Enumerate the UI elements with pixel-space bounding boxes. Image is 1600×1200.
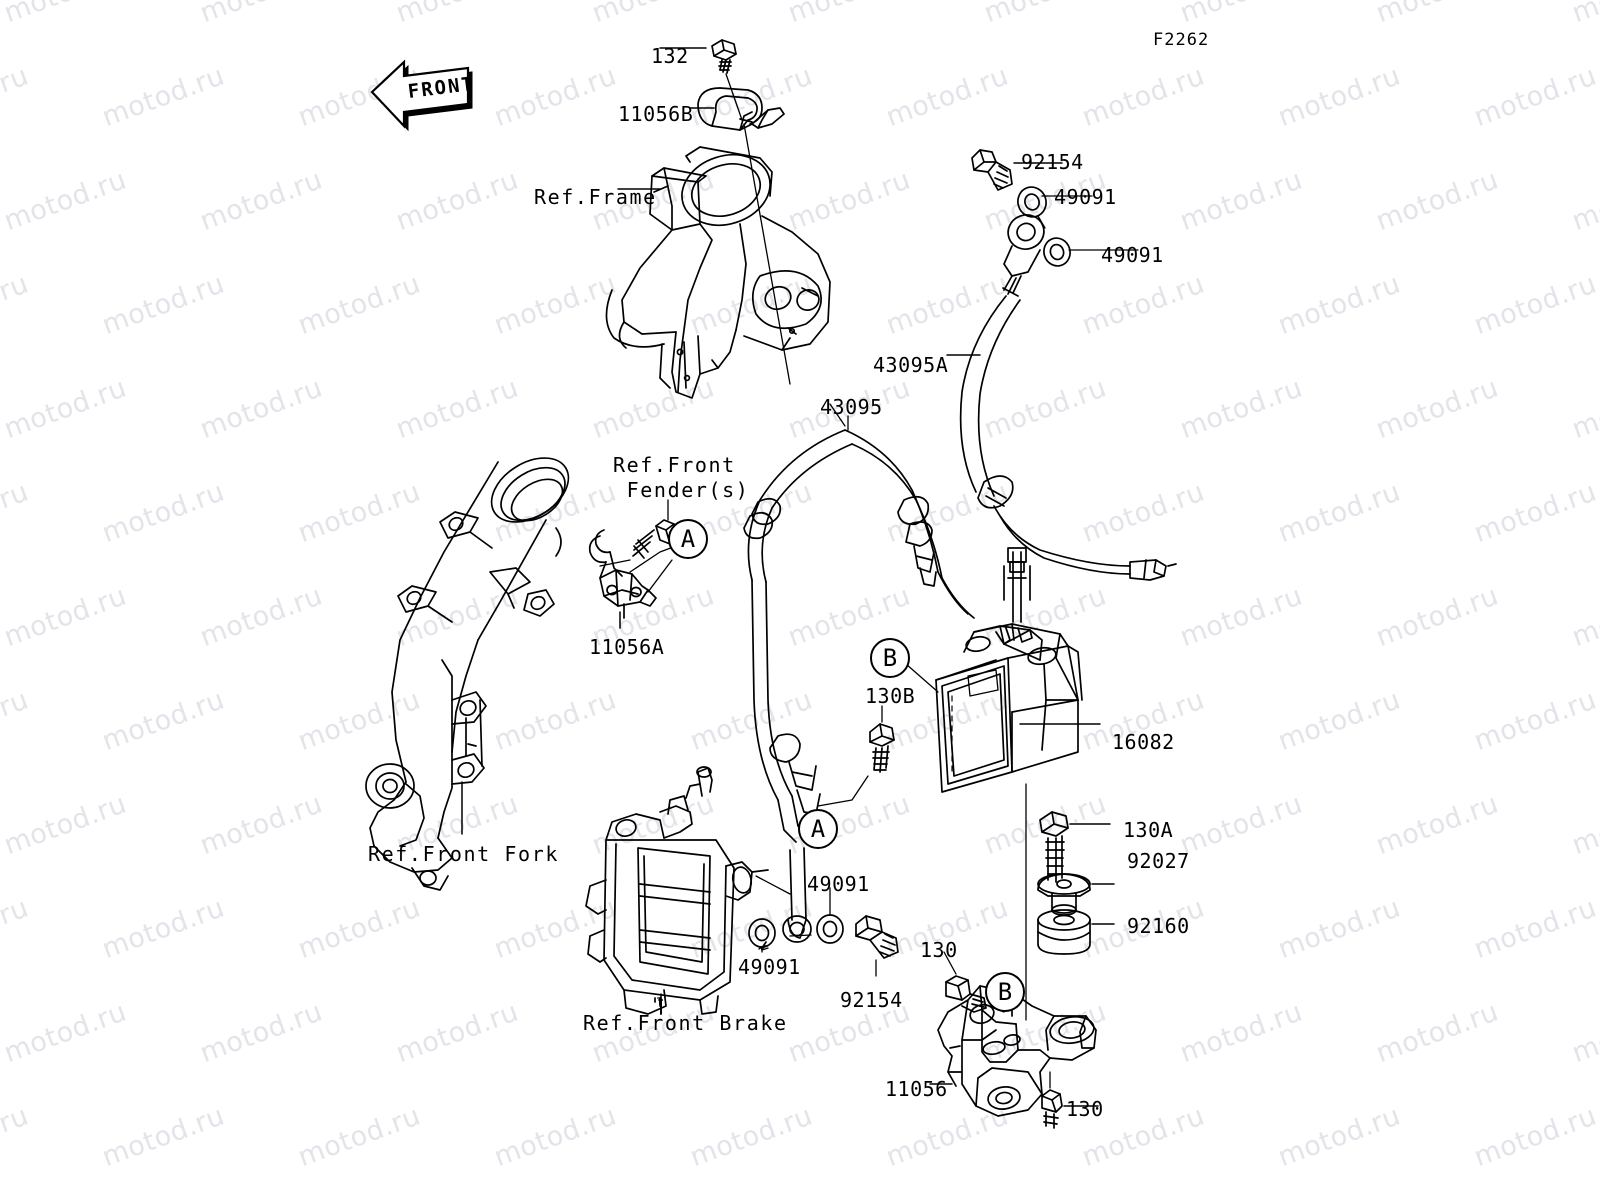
- part-132-bolt: [659, 39, 737, 74]
- reference-marker-b: B: [870, 638, 910, 678]
- part-43095-brake-hose: [629, 403, 975, 943]
- reference-marker-a: A: [668, 519, 708, 559]
- part-11056A-clamp: [588, 529, 673, 629]
- part-92160-damper: [1037, 909, 1115, 955]
- callout-130: 130: [920, 938, 958, 962]
- part-92154-banjo-bolt-caliper: [855, 915, 899, 977]
- callout-130: 130: [1066, 1097, 1104, 1121]
- part-92154-banjo-bolt-top: [971, 149, 1063, 191]
- callout-11056b: 11056B: [618, 102, 694, 126]
- callout-130b: 130B: [865, 684, 916, 708]
- part-130A-bolt: [1039, 811, 1111, 883]
- callout-11056: 11056: [885, 1077, 948, 1101]
- front-direction-arrow: FRONT: [368, 52, 480, 134]
- frame-head-assembly: [605, 146, 831, 399]
- callout-49091: 49091: [1054, 185, 1117, 209]
- callout-ref-front-fork: Ref.Front Fork: [368, 842, 559, 866]
- callout-11056a: 11056A: [589, 635, 665, 659]
- part-16082-abs-unit: [905, 623, 1101, 1021]
- callout-43095: 43095: [820, 395, 883, 419]
- brake-pipe-to-abs: [1003, 547, 1031, 623]
- callout-49091: 49091: [1101, 243, 1164, 267]
- callout-132: 132: [651, 44, 689, 68]
- callout-ref-front-brake: Ref.Front Brake: [583, 1011, 788, 1035]
- callout-ref-front-fender-s-: Ref.Front Fender(s): [613, 453, 750, 502]
- reference-marker-label: A: [681, 525, 696, 553]
- reference-marker-a: A: [798, 809, 838, 849]
- part-130B-bolt: [817, 705, 895, 807]
- front-fork-assembly: [365, 457, 570, 891]
- part-11056B-clamp: [689, 73, 791, 385]
- front-brake-caliper: [585, 766, 791, 1015]
- page-code: F2262: [1153, 30, 1210, 50]
- callout-92154: 92154: [1021, 150, 1084, 174]
- callout-130a: 130A: [1123, 818, 1174, 842]
- part-130-bolt-lower: [1041, 1071, 1099, 1129]
- callout-16082: 16082: [1112, 730, 1175, 754]
- reference-marker-label: B: [883, 644, 897, 672]
- callout-92160: 92160: [1127, 914, 1190, 938]
- callout-ref-frame: Ref.Frame: [534, 185, 657, 209]
- callout-92154: 92154: [840, 988, 903, 1012]
- callout-92027: 92027: [1127, 849, 1190, 873]
- reference-marker-b: B: [985, 972, 1025, 1012]
- reference-marker-label: A: [811, 815, 826, 843]
- callout-49091: 49091: [738, 955, 801, 979]
- callout-43095a: 43095A: [873, 353, 949, 377]
- part-49091-washer-upper: [1017, 186, 1093, 218]
- reference-marker-label: B: [998, 978, 1012, 1006]
- part-43095A-brake-hose: [946, 214, 1177, 581]
- part-49091-washer-caliper-outer: [761, 887, 844, 951]
- part-92027-collar: [1037, 873, 1115, 916]
- callout-49091: 49091: [807, 872, 870, 896]
